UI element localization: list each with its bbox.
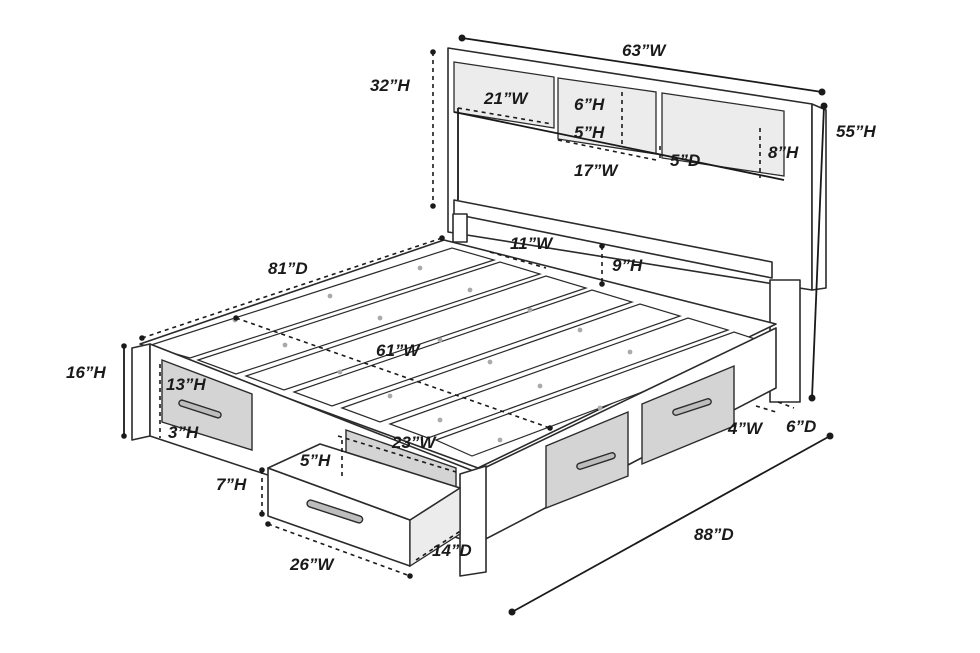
rail-drawer-2-handle: [672, 398, 712, 416]
label-leg-width: 4”W: [727, 419, 764, 438]
label-shelf-divider-height: 6”H: [574, 95, 605, 114]
headboard-left-post: [452, 213, 468, 243]
headboard: [447, 47, 827, 403]
platform: [139, 239, 777, 469]
label-drawer-height: 7”H: [216, 475, 247, 494]
label-rail-depth: 81”D: [268, 259, 308, 278]
dimension-lines: [121, 34, 834, 616]
label-headboard-width: 63”W: [622, 41, 667, 60]
label-shelf-left-width: 21”W: [483, 89, 529, 108]
label-total-height: 55”H: [836, 122, 876, 141]
label-drawer-front-height: 13”H: [166, 375, 206, 394]
label-drawer-opening-width: 23”W: [391, 433, 437, 452]
label-side-height: 16”H: [66, 363, 106, 382]
rail-drawer-1-handle: [576, 452, 616, 470]
pulled-out-drawer: [267, 443, 461, 568]
label-shelf-center-width: 17”W: [574, 161, 619, 180]
pulled-drawer-handle: [306, 499, 364, 524]
label-rail-gap-width: 11”W: [510, 234, 554, 253]
label-drawer-width: 26”W: [289, 555, 335, 574]
label-shelf-depth: 5”D: [670, 151, 700, 170]
label-platform-width: 61”W: [376, 341, 421, 360]
label-shelf-inner-height: 5”H: [574, 123, 605, 142]
label-drawer-bottom-clearance: 3”H: [168, 423, 199, 442]
label-drawer-opening-height: 5”H: [300, 451, 331, 470]
rail-drawer-2: [641, 364, 735, 466]
foot-drawer-1-handle: [178, 399, 222, 419]
label-total-depth: 88”D: [694, 525, 734, 544]
label-rail-gap-height: 9”H: [612, 256, 643, 275]
rail-drawer-1: [545, 410, 629, 510]
label-leg-depth: 6”D: [786, 417, 816, 436]
label-shelf-right-height: 8”H: [768, 143, 799, 162]
label-drawer-depth: 14”D: [432, 541, 472, 560]
label-headboard-height-upper: 32”H: [370, 76, 410, 95]
dimension-labels: 63”W 32”H 55”H 21”W 6”H 5”H 17”W 5”D 8”H…: [66, 41, 876, 574]
foot-drawer-1: [161, 358, 253, 451]
